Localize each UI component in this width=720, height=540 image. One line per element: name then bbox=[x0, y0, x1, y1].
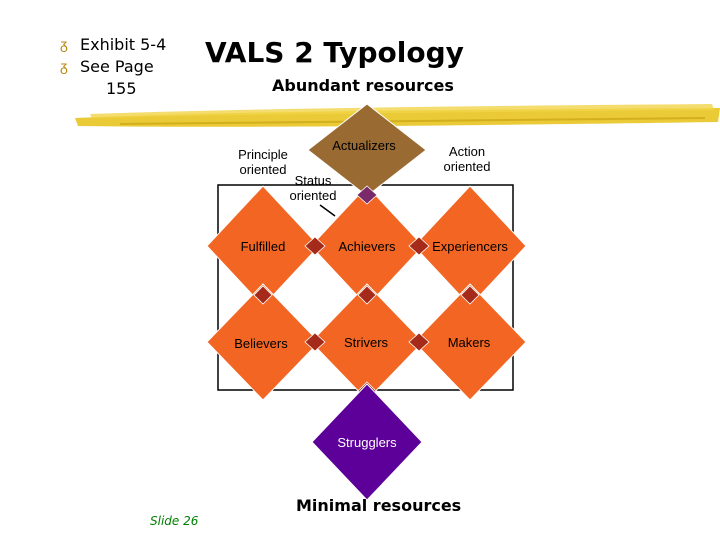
diamond-makers bbox=[413, 283, 527, 401]
fulfilled-label: Fulfilled bbox=[240, 239, 286, 254]
z-bullet-icon: ᵹ bbox=[60, 59, 68, 75]
connector-diamond bbox=[408, 332, 430, 352]
gold-brush-stroke bbox=[75, 104, 720, 127]
bullet-item: ᵹ Exhibit 5-4 bbox=[60, 35, 167, 54]
believers-label: Believers bbox=[234, 336, 288, 351]
actualizers-label: Actualizers bbox=[332, 138, 396, 153]
exhibit-bullets: ᵹ Exhibit 5-4 ᵹ See Page 155 bbox=[60, 34, 166, 100]
status-pointer-line bbox=[319, 204, 336, 217]
bullet-item: 155 bbox=[106, 79, 137, 98]
diamond-believers bbox=[206, 283, 320, 401]
slide-number: Slide 26 bbox=[150, 514, 199, 528]
experiencers-label: Experiencers bbox=[432, 239, 508, 254]
diamond-strugglers bbox=[311, 383, 423, 501]
connector-diamond bbox=[357, 285, 377, 305]
strivers-label: Strivers bbox=[343, 335, 389, 350]
abundant-resources-label: Abundant resources bbox=[272, 76, 454, 95]
connector-diamond bbox=[304, 332, 326, 352]
makers-label: Makers bbox=[447, 335, 491, 350]
action-oriented-label: Action oriented bbox=[443, 144, 491, 174]
connector-diamond bbox=[253, 285, 273, 305]
principle-oriented-label: Principle oriented bbox=[238, 147, 288, 177]
slide-title: VALS 2 Typology bbox=[205, 36, 464, 69]
connector-diamond bbox=[304, 236, 326, 256]
connector-diamond bbox=[460, 285, 480, 305]
bullet-item: ᵹ See Page bbox=[60, 57, 154, 76]
connector-diamond bbox=[408, 236, 430, 256]
achievers-label: Achievers bbox=[338, 239, 396, 254]
z-bullet-icon: ᵹ bbox=[60, 37, 68, 53]
connector-diamond-top bbox=[356, 185, 378, 205]
status-oriented-label: Status oriented bbox=[289, 173, 337, 203]
minimal-resources-label: Minimal resources bbox=[296, 496, 462, 515]
strugglers-label: Strugglers bbox=[337, 435, 397, 450]
